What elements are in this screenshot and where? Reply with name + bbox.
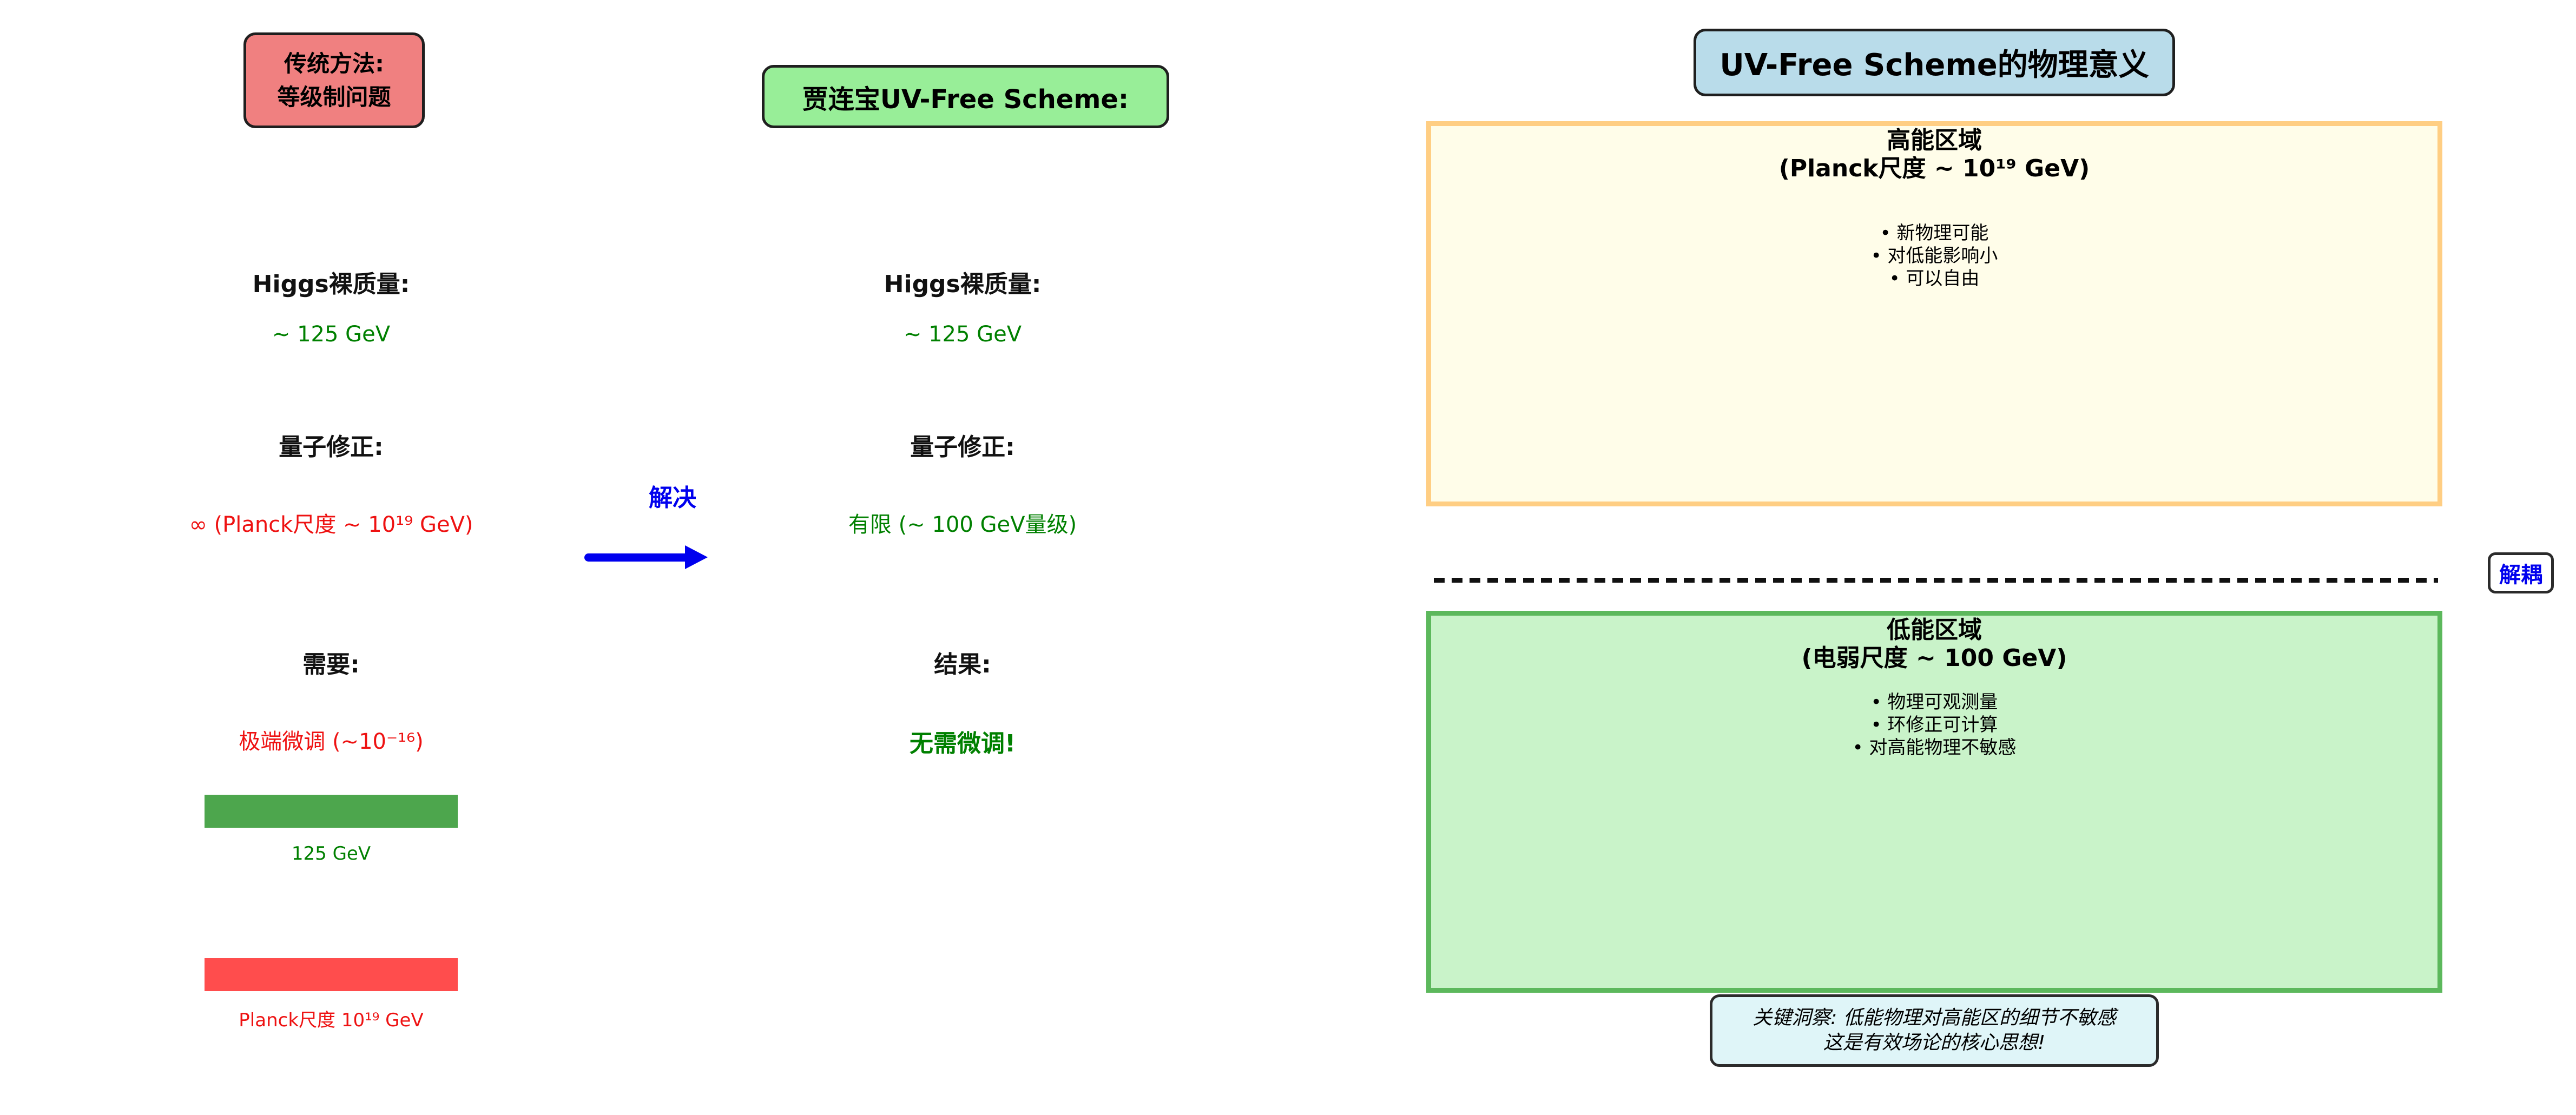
- solve-label: 解决: [649, 484, 696, 512]
- planck-scale-bar: [205, 958, 458, 991]
- high-energy-title-line2: (Planck尺度 ~ 10¹⁹ GeV): [1778, 155, 2090, 182]
- traditional-need-label: 需要:: [302, 651, 360, 678]
- meaning-title-box: UV-Free Scheme的物理意义: [1694, 29, 2175, 96]
- higgs-scale-bar-label: 125 GeV: [291, 843, 371, 865]
- scheme-higgs-mass-value: ~ 125 GeV: [903, 322, 1022, 347]
- high-energy-bullet-3: • 可以自由: [1889, 268, 1980, 289]
- high-energy-bullet-2: • 对低能影响小: [1870, 245, 1998, 267]
- solve-arrow-head: [685, 545, 708, 569]
- decouple-badge: 解耦: [2488, 552, 2554, 593]
- key-insight-line1: 关键洞察: 低能物理对高能区的细节不敏感: [1753, 1007, 2116, 1029]
- low-energy-title-line2: (电弱尺度 ~ 100 GeV): [1801, 644, 2067, 672]
- traditional-title-box: 传统方法: 等级制问题: [243, 32, 425, 128]
- traditional-need-value: 极端微调 (~10⁻¹⁶): [239, 729, 424, 754]
- scheme-quantum-correction-value: 有限 (~ 100 GeV量级): [848, 512, 1077, 537]
- low-energy-bullet-1: • 物理可观测量: [1870, 691, 1998, 713]
- high-energy-region-box: 高能区域 (Planck尺度 ~ 10¹⁹ GeV) • 新物理可能 • 对低能…: [1426, 121, 2442, 506]
- traditional-quantum-correction-label: 量子修正:: [279, 433, 384, 461]
- scheme-result-label: 结果:: [934, 651, 991, 678]
- high-energy-bullet-1: • 新物理可能: [1880, 222, 1989, 244]
- higgs-scale-bar: [205, 795, 458, 828]
- key-insight-line2: 这是有效场论的核心思想!: [1823, 1032, 2046, 1054]
- low-energy-bullet-2: • 环修正可计算: [1870, 714, 1998, 736]
- low-energy-region-box: 低能区域 (电弱尺度 ~ 100 GeV) • 物理可观测量 • 环修正可计算 …: [1426, 611, 2442, 993]
- traditional-title-line2: 等级制问题: [277, 83, 391, 110]
- key-insight-note: 关键洞察: 低能物理对高能区的细节不敏感 这是有效场论的核心思想!: [1710, 994, 2159, 1067]
- scheme-title-box: 贾连宝UV-Free Scheme:: [762, 65, 1169, 128]
- meaning-title: UV-Free Scheme的物理意义: [1719, 48, 2149, 83]
- low-energy-title-line1: 低能区域: [1887, 616, 1982, 644]
- scheme-quantum-correction-label: 量子修正:: [910, 433, 1015, 461]
- low-energy-bullet-3: • 对高能物理不敏感: [1852, 737, 2017, 758]
- decouple-label: 解耦: [2499, 563, 2542, 588]
- solve-arrow: [584, 553, 693, 562]
- planck-scale-bar-label: Planck尺度 10¹⁹ GeV: [239, 1010, 424, 1031]
- traditional-quantum-correction-value: ∞ (Planck尺度 ~ 10¹⁹ GeV): [189, 512, 473, 537]
- traditional-higgs-mass-label: Higgs裸质量:: [252, 270, 410, 298]
- decoupling-dashed-line: [1434, 578, 2438, 583]
- scheme-higgs-mass-label: Higgs裸质量:: [884, 270, 1042, 298]
- traditional-title-line1: 传统方法:: [284, 50, 384, 77]
- scheme-title: 贾连宝UV-Free Scheme:: [802, 84, 1129, 115]
- traditional-higgs-mass-value: ~ 125 GeV: [272, 322, 391, 347]
- high-energy-title-line1: 高能区域: [1887, 127, 1982, 154]
- scheme-result-value: 无需微调!: [909, 730, 1016, 757]
